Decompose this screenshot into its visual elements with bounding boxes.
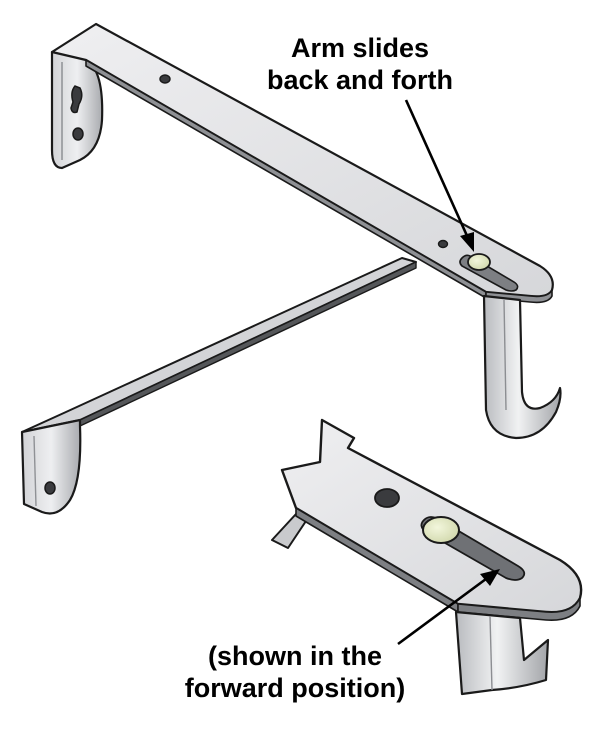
screw-hole-upper-plate [72, 127, 84, 141]
detail-hole [374, 488, 400, 508]
slot-screw-head [467, 253, 491, 271]
callout-arrow-bottom [397, 569, 500, 646]
callout-forward-position-line1: (shown in the [208, 641, 382, 671]
detail-screw-head [422, 516, 460, 544]
callout-arm-slides-line1: Arm slides [290, 33, 430, 63]
arm-hole-rear [437, 239, 449, 249]
upper-wall-plate [50, 38, 104, 170]
upper-bracket-hook [482, 294, 562, 440]
detail-closeup [271, 418, 583, 696]
keyhole-slot [70, 85, 83, 114]
callout-forward-position-line2: forward position) [184, 673, 406, 703]
callout-arrow-top [404, 99, 474, 252]
lower-support-brace [20, 257, 417, 515]
callout-arm-slides: Arm slides back and forth [240, 32, 480, 96]
arm-hole-small [159, 74, 171, 84]
callout-forward-position: (shown in the forward position) [150, 640, 440, 704]
screw-hole-lower-plate [44, 481, 56, 495]
callout-arm-slides-line2: back and forth [266, 65, 454, 95]
